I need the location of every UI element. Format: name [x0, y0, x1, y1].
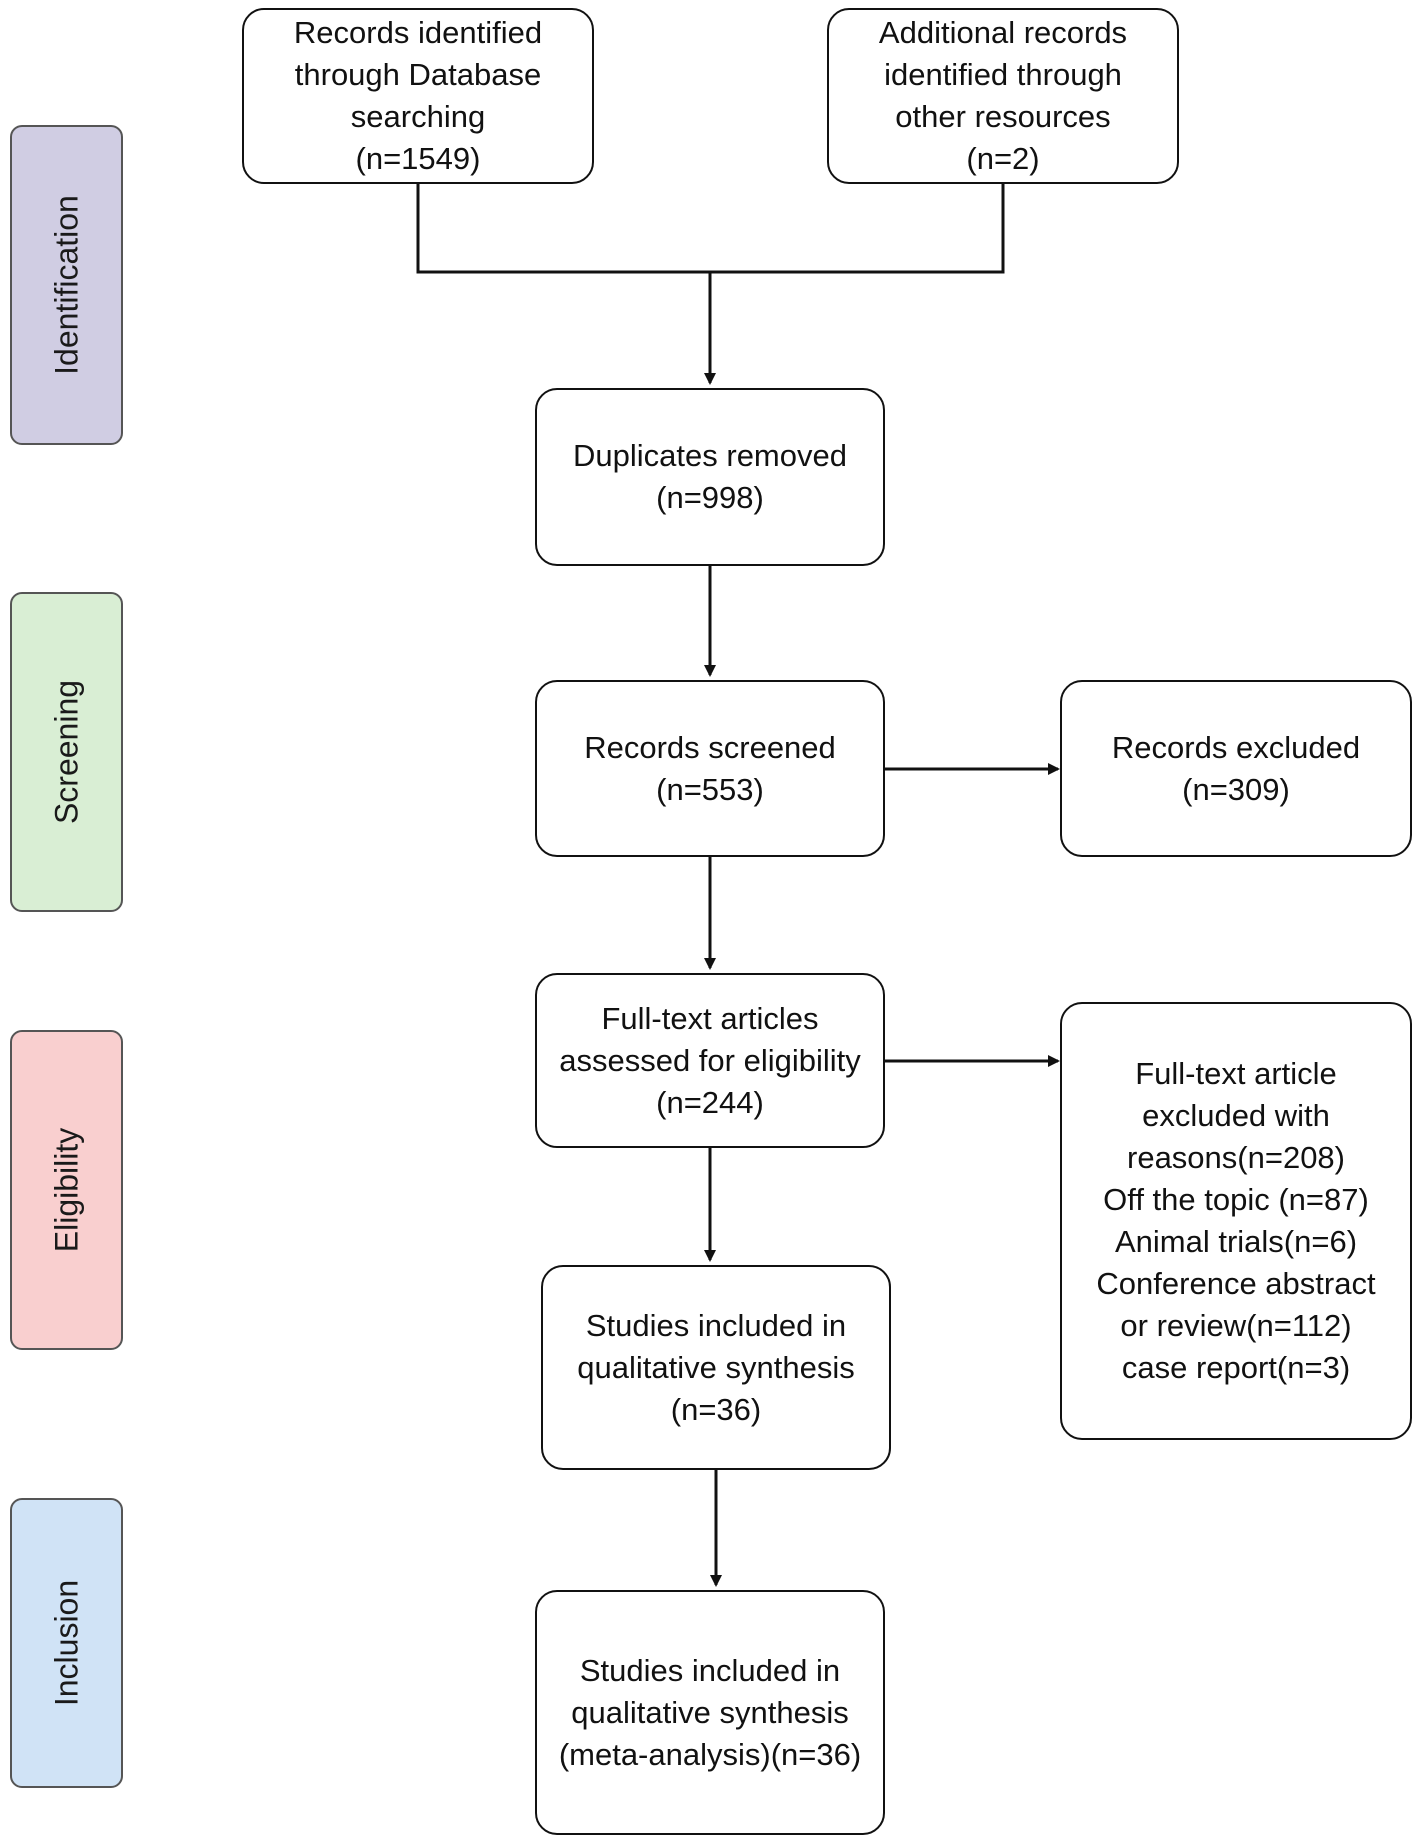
- database-records-box: Records identified through Database sear…: [242, 8, 594, 184]
- duplicates-removed-count: (n=998): [656, 480, 764, 515]
- fulltext-assessed-box: Full-text articles assessed for eligibil…: [535, 973, 885, 1148]
- meta-analysis-count: (meta-analysis)(n=36): [558, 1736, 862, 1772]
- fulltext-excluded-box: Full-text article excluded with reasons(…: [1060, 1002, 1412, 1440]
- records-excluded-label: Records excluded: [1111, 729, 1361, 765]
- phase-screening: Screening: [10, 592, 123, 912]
- phase-inclusion: Inclusion: [10, 1498, 123, 1788]
- fulltext-excluded-line-3: reasons(n=208): [1127, 1140, 1345, 1175]
- records-screened-label: Records screened: [584, 729, 836, 765]
- additional-records-count: (n=2): [966, 141, 1040, 176]
- records-excluded-count: (n=309): [1182, 771, 1290, 807]
- fulltext-excluded-line-1: Full-text article: [1135, 1056, 1337, 1091]
- meta-analysis-line-2: qualitative synthesis: [571, 1694, 849, 1730]
- additional-records-box: Additional records identified through ot…: [827, 8, 1179, 184]
- fulltext-excluded-line-2: excluded with: [1142, 1098, 1330, 1133]
- records-excluded-box: Records excluded (n=309): [1060, 680, 1412, 857]
- fulltext-assessed-count: (n=244): [656, 1084, 764, 1120]
- database-records-count: (n=1549): [355, 141, 481, 176]
- fulltext-excluded-conference-abstract: Conference abstract: [1096, 1266, 1376, 1301]
- meta-analysis-line-1: Studies included in: [579, 1652, 841, 1688]
- fulltext-excluded-or-review: or review(n=112): [1120, 1308, 1352, 1343]
- qualitative-synthesis-line-2: qualitative synthesis: [577, 1349, 855, 1385]
- database-records-line-2: through Database: [294, 57, 542, 92]
- fulltext-excluded-off-topic: Off the topic (n=87): [1103, 1182, 1369, 1217]
- qualitative-synthesis-line-1: Studies included in: [585, 1307, 847, 1343]
- database-records-line-1: Records identified: [293, 15, 543, 50]
- duplicates-removed-label: Duplicates removed: [573, 438, 847, 473]
- additional-records-line-3: other resources: [895, 99, 1111, 134]
- fulltext-excluded-case-report: case report(n=3): [1121, 1350, 1351, 1385]
- records-screened-box: Records screened (n=553): [535, 680, 885, 857]
- fulltext-excluded-animal-trials: Animal trials(n=6): [1114, 1224, 1358, 1259]
- duplicates-removed-box: Duplicates removed (n=998): [535, 388, 885, 566]
- connector-merge: [416, 184, 1005, 274]
- fulltext-assessed-line-1: Full-text articles: [601, 1000, 819, 1036]
- additional-records-line-2: identified through: [884, 57, 1122, 92]
- phase-eligibility: Eligibility: [10, 1030, 123, 1350]
- meta-analysis-box: Studies included in qualitative synthesi…: [535, 1590, 885, 1835]
- database-records-line-3: searching: [350, 99, 486, 134]
- qualitative-synthesis-count: (n=36): [670, 1391, 762, 1427]
- fulltext-assessed-line-2: assessed for eligibility: [559, 1042, 861, 1078]
- qualitative-synthesis-box: Studies included in qualitative synthesi…: [541, 1265, 891, 1470]
- records-screened-count: (n=553): [656, 771, 764, 807]
- additional-records-line-1: Additional records: [878, 15, 1128, 50]
- phase-identification: Identification: [10, 125, 123, 445]
